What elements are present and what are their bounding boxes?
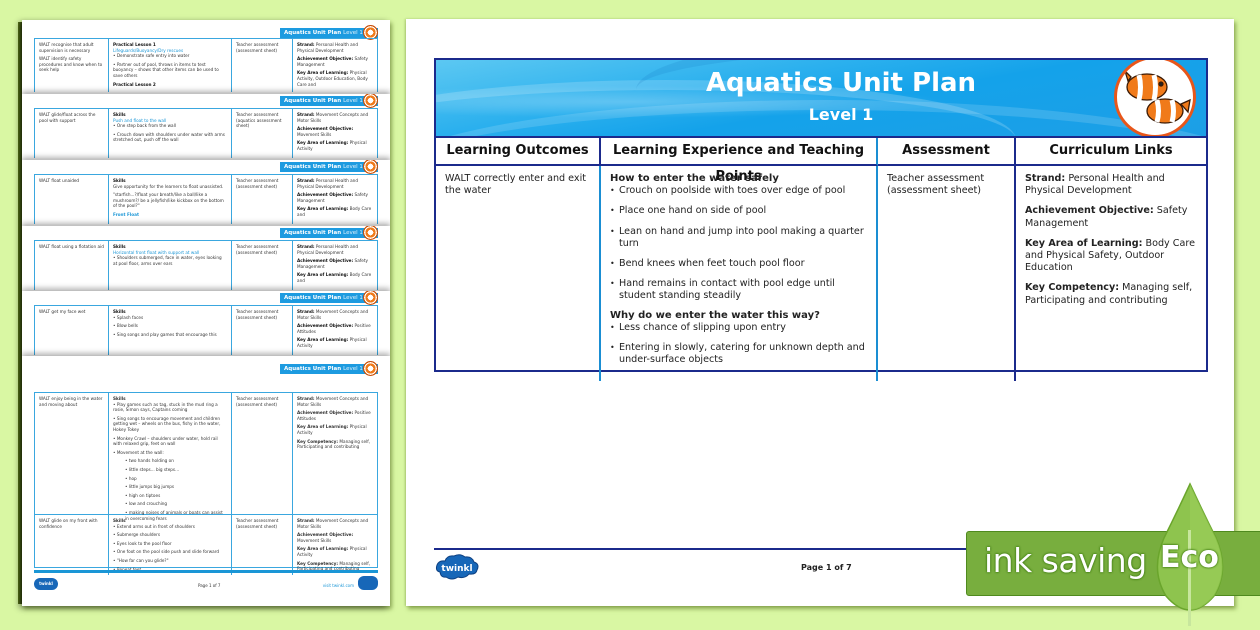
preview-table: WALT glide/float across the pool with su… — [34, 108, 378, 158]
preview-table-full: WALT enjoy being in the water and moving… — [34, 392, 378, 576]
column-header-learning-experience: Learning Experience and Teaching Points — [601, 138, 878, 184]
clownfish-icon — [1114, 60, 1196, 136]
column-header-learning-outcomes: Learning Outcomes — [436, 138, 601, 166]
preview-page-number: Page 1 of 7 — [198, 583, 221, 588]
document-page: Aquatics Unit Plan Level 1 Learning Outc… — [406, 19, 1234, 606]
twinkl-logo: twinkl — [434, 554, 480, 582]
document-subtitle: Level 1 — [808, 105, 874, 124]
column-header-curriculum-links: Curriculum Links — [1016, 138, 1206, 166]
list-item: Bend knees when feet touch pool floor — [610, 258, 867, 270]
curriculum-key-competency: Key Competency: Managing self, Participa… — [1025, 282, 1193, 306]
section-heading: Why do we enter the water this way? — [610, 309, 820, 321]
clownfish-icon — [363, 226, 378, 240]
preview-table: WALT recognise that adult supervision is… — [34, 38, 378, 92]
preview-table: WALT get my face wet Skills • Splash fac… — [34, 305, 378, 355]
curriculum-links-cell: Strand: Personal Health and Physical Dev… — [1016, 166, 1206, 381]
column-header-assessment: Assessment — [878, 138, 1016, 166]
curriculum-key-area: Key Area of Learning: Body Care and Phys… — [1025, 237, 1195, 274]
preview-table: WALT float unaided Skills Give opportuni… — [34, 174, 378, 224]
document-title: Aquatics Unit Plan — [705, 68, 977, 98]
unit-plan-table: Learning Outcomes Learning Experience an… — [434, 136, 1208, 382]
learning-experience-cell: How to enter the water safely Crouch on … — [601, 166, 878, 382]
svg-text:twinkl: twinkl — [441, 564, 472, 574]
teaching-points-list: Crouch on poolside with toes over edge o… — [610, 185, 867, 302]
clownfish-icon — [363, 291, 378, 305]
list-item: Lean on hand and jump into pool making a… — [610, 226, 867, 250]
twinkl-badge-icon — [358, 576, 378, 590]
page-number: Page 1 of 7 — [801, 563, 852, 572]
curriculum-strand: Strand: Personal Health and Physical Dev… — [1025, 173, 1165, 197]
learning-outcome-cell: WALT correctly enter and exit the water — [436, 166, 601, 382]
clownfish-icon — [363, 94, 378, 108]
ink-saving-label: ink saving — [984, 541, 1147, 580]
section-heading: How to enter the water safely — [610, 173, 779, 184]
page-stack-edge — [18, 22, 24, 604]
curriculum-achievement-objective: Achievement Objective: Safety Management — [1025, 205, 1188, 229]
preview-footer-url: visit twinkl.com — [322, 583, 354, 588]
list-item: Entering in slowly, catering for unknown… — [610, 342, 867, 366]
list-item: Hand remains in contact with pool edge u… — [610, 278, 867, 302]
title-banner: Aquatics Unit Plan Level 1 — [434, 58, 1208, 136]
assessment-cell: Teacher assessment (assessment sheet) — [878, 166, 1016, 382]
clownfish-icon — [363, 25, 378, 40]
eco-label: Eco — [1160, 540, 1219, 575]
clownfish-icon — [363, 361, 378, 376]
list-item: Less chance of slipping upon entry — [610, 322, 867, 334]
list-item: Crouch on poolside with toes over edge o… — [610, 185, 867, 197]
leaf-icon — [1156, 482, 1224, 626]
reasons-list: Less chance of slipping upon entry Enter… — [610, 322, 867, 367]
footer-divider — [434, 548, 1208, 550]
preview-footer-line — [34, 570, 378, 573]
twinkl-logo-small: twinkl — [34, 578, 58, 590]
clownfish-icon — [363, 160, 378, 174]
list-item: Place one hand on side of pool — [610, 205, 867, 217]
